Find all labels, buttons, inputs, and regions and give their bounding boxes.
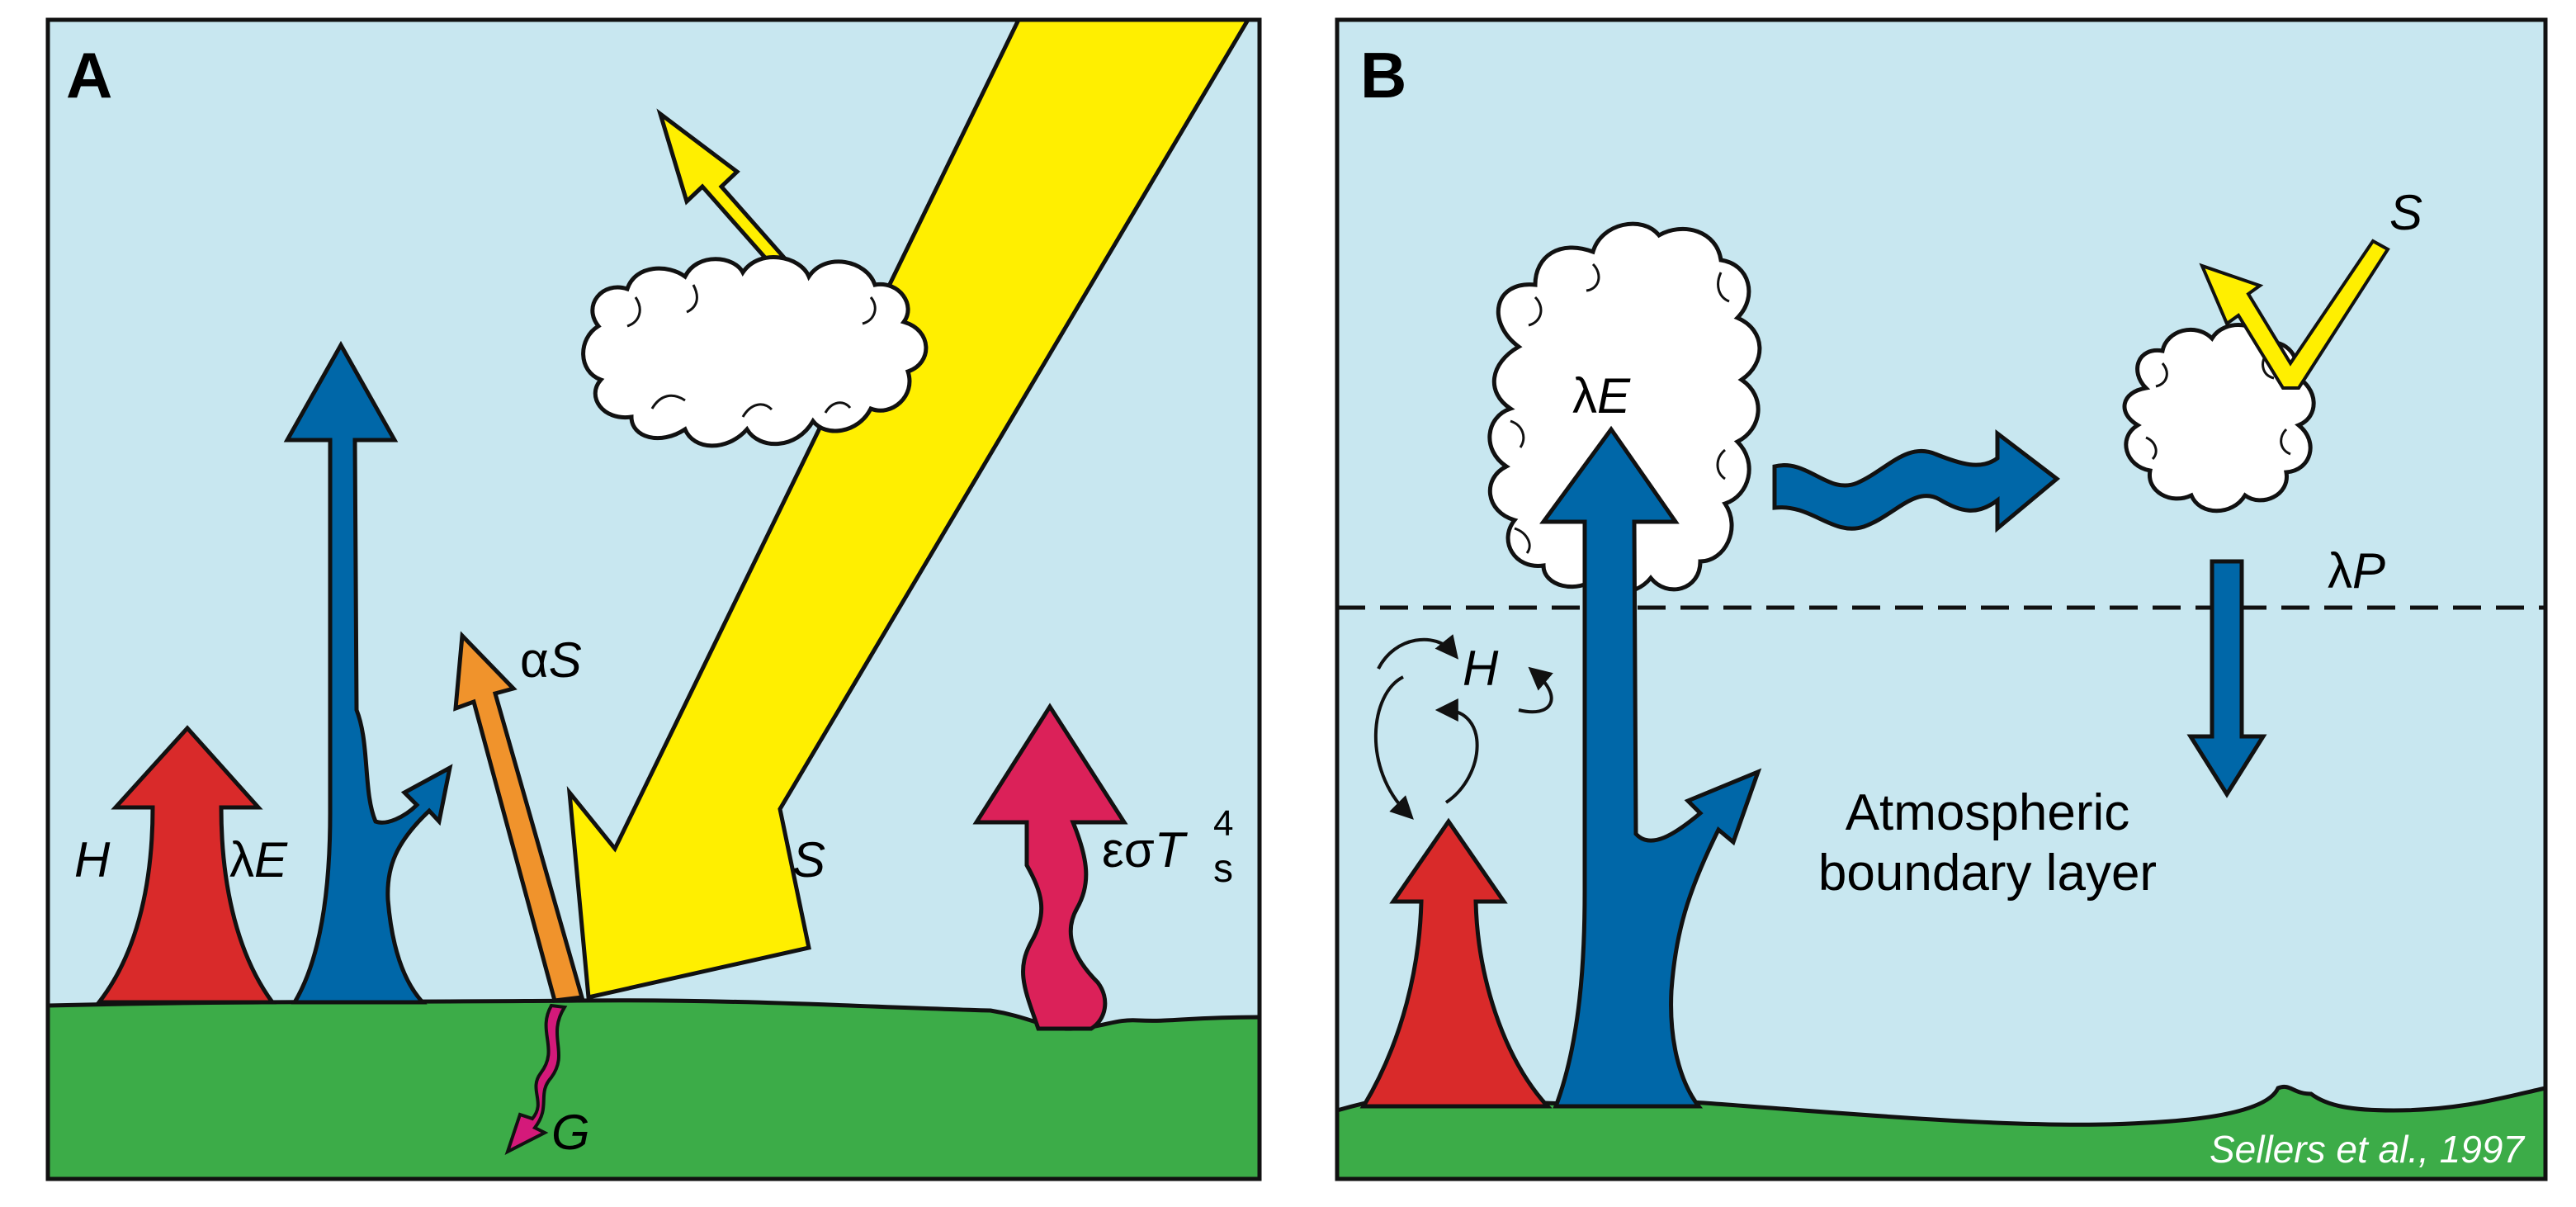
label-H: H — [74, 832, 111, 888]
panel-b-solar-arrow — [2199, 239, 2390, 390]
sensible-heat-arrow — [94, 725, 277, 1005]
panel-a-frame — [45, 17, 1262, 1181]
ground-heat-arrow — [504, 1003, 568, 1156]
panel-b-label-lambda-E: λE — [1572, 368, 1631, 424]
panel-b-cloud-small — [2122, 323, 2316, 514]
panel-b-label-P: P — [2352, 543, 2385, 599]
panel-a-cloud-detail — [626, 284, 877, 418]
label-alpha-S: αS — [520, 632, 582, 688]
panel-b: B S λE λP H Atmospheric boundary layer S… — [1335, 17, 2548, 1181]
turbulence-arrow-4 — [1518, 666, 1553, 714]
panel-b-label-S: S — [2389, 185, 2422, 240]
panel-a-letter: A — [66, 39, 112, 111]
panel-b-label-lambda-P: λP — [2328, 543, 2385, 599]
label-T-subscript: s — [1213, 847, 1233, 891]
label-eps-sigma: εσ — [1102, 822, 1155, 878]
panel-b-letter: B — [1360, 39, 1406, 111]
panel-b-cloud-large-detail — [1510, 263, 1730, 554]
turbulence-arrow-2 — [1435, 698, 1479, 804]
abl-label-line1: Atmospheric — [1846, 784, 2130, 841]
label-T: T — [1155, 822, 1189, 878]
turbulence-arrow-1 — [1373, 675, 1414, 820]
label-S: S — [792, 832, 825, 888]
label-G: G — [551, 1105, 590, 1160]
panel-b-latent-heat-arrow — [1539, 425, 1762, 1109]
moisture-transport-arrow — [1772, 428, 2061, 533]
solar-radiation-arrow — [566, 17, 1252, 1001]
panel-b-cloud-small-detail — [2145, 354, 2291, 461]
panel-a: A H λE αS S εσT 4 s G — [45, 17, 1262, 1181]
label-T-superscript: 4 — [1213, 803, 1233, 844]
label-lambda-E-E: E — [254, 832, 288, 888]
panel-b-sensible-heat-arrow — [1359, 817, 1553, 1109]
label-alpha-S-alpha: α — [520, 632, 549, 688]
label-epsilon-sigma-Ts4: εσT — [1102, 822, 1189, 878]
albedo-reflection-arrow — [453, 631, 585, 1003]
citation-credit: Sellers et al., 1997 — [2210, 1128, 2525, 1171]
panel-a-cloud — [581, 255, 929, 448]
label-lambda-E-lambda: λ — [229, 832, 254, 888]
abl-label-line2: boundary layer — [1818, 845, 2157, 902]
panel-b-frame — [1335, 17, 2548, 1181]
label-lambda-E: λE — [229, 832, 288, 888]
panel-b-label-E: E — [1597, 368, 1631, 424]
panel-b-label-H: H — [1463, 641, 1499, 696]
latent-heat-arrow — [283, 340, 453, 1005]
precipitation-arrow — [2186, 559, 2267, 798]
panel-b-sky — [1337, 20, 2545, 1179]
panel-b-label-lambda-p: λ — [2328, 543, 2352, 599]
turbulence-arrow-3 — [1377, 634, 1459, 670]
longwave-radiation-arrow — [972, 703, 1128, 1031]
panel-b-label-lambda: λ — [1572, 368, 1597, 424]
label-alpha-S-S: S — [549, 632, 582, 688]
